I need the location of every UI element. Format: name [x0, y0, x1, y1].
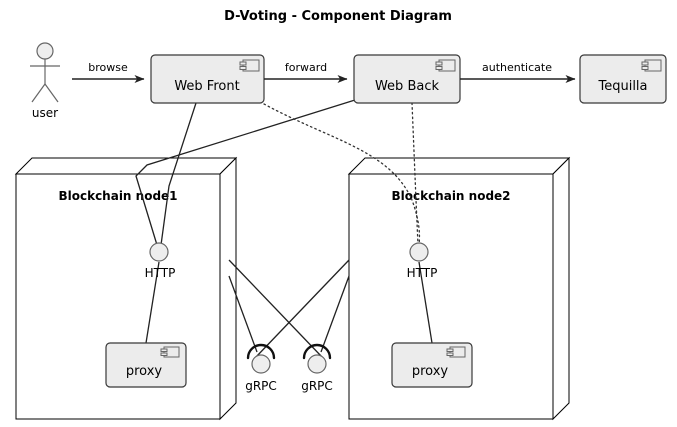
provided-interface-ball-icon	[149, 242, 169, 262]
proxy-node1-label: proxy	[126, 364, 163, 379]
interface-http-node1[interactable]: HTTP	[145, 242, 176, 280]
actor-leg-left-icon	[31, 83, 46, 103]
blockchain-node2-label: Blockchain node2	[391, 189, 510, 203]
component-web-back[interactable]: Web Back	[353, 54, 461, 104]
proxy-node2-label: proxy	[412, 364, 449, 379]
edge-forward-label: forward	[285, 61, 327, 74]
node2-top-face	[347, 157, 571, 175]
actor-head-icon	[36, 42, 54, 60]
edge-browse-label: browse	[88, 61, 128, 74]
component-proxy-node2[interactable]: proxy	[391, 342, 473, 388]
component-tequilla[interactable]: Tequilla	[579, 54, 667, 104]
uml-component-icon	[160, 346, 180, 358]
edge-web-back-to-http-node2	[411, 102, 419, 246]
edge-node2-to-grpc-left	[255, 259, 350, 358]
uml-component-icon	[435, 59, 456, 72]
interface-grpc-right[interactable]: gRPC	[301, 343, 333, 393]
node2-right-face	[552, 156, 570, 421]
required-interface-socket-icon	[246, 343, 276, 360]
edge-web-front-to-http-node1	[160, 102, 197, 246]
actor-user[interactable]: user	[30, 42, 60, 120]
interface-http-node2[interactable]: HTTP	[407, 242, 438, 280]
web-front-label: Web Front	[174, 79, 239, 94]
provided-interface-ball-icon	[307, 354, 327, 374]
edge-http-node2-to-proxy	[418, 261, 433, 344]
edge-http-node1-to-proxy	[145, 261, 160, 344]
edge-web-front-to-http-node2	[263, 103, 421, 246]
uml-component-icon	[239, 59, 260, 72]
actor-leg-right-icon	[44, 83, 59, 103]
edge-node1-to-grpc-right	[228, 259, 323, 358]
grpc-left-label: gRPC	[245, 379, 277, 393]
edge-grpc-left-to-node1	[228, 275, 258, 353]
component-proxy-node1[interactable]: proxy	[105, 342, 187, 388]
required-interface-socket-icon	[302, 343, 332, 360]
web-back-label: Web Back	[375, 79, 440, 94]
http-node1-label: HTTP	[145, 266, 176, 280]
diagram-title: D-Voting - Component Diagram	[224, 9, 452, 24]
edge-grpc-right-to-node2	[320, 275, 350, 353]
interface-grpc-left[interactable]: gRPC	[245, 343, 277, 393]
edge-web-back-to-http-node1	[135, 99, 356, 246]
http-node2-label: HTTP	[407, 266, 438, 280]
provided-interface-ball-icon	[251, 354, 271, 374]
uml-component-icon	[446, 346, 466, 358]
grpc-right-label: gRPC	[301, 379, 333, 393]
blockchain-node1-label: Blockchain node1	[58, 189, 177, 203]
actor-user-label: user	[32, 106, 58, 120]
edge-authenticate-label: authenticate	[482, 61, 552, 74]
tequilla-label: Tequilla	[597, 79, 647, 94]
component-web-front[interactable]: Web Front	[150, 54, 265, 104]
node1-top-face	[14, 157, 238, 175]
provided-interface-ball-icon	[409, 242, 429, 262]
uml-component-icon	[641, 59, 662, 72]
